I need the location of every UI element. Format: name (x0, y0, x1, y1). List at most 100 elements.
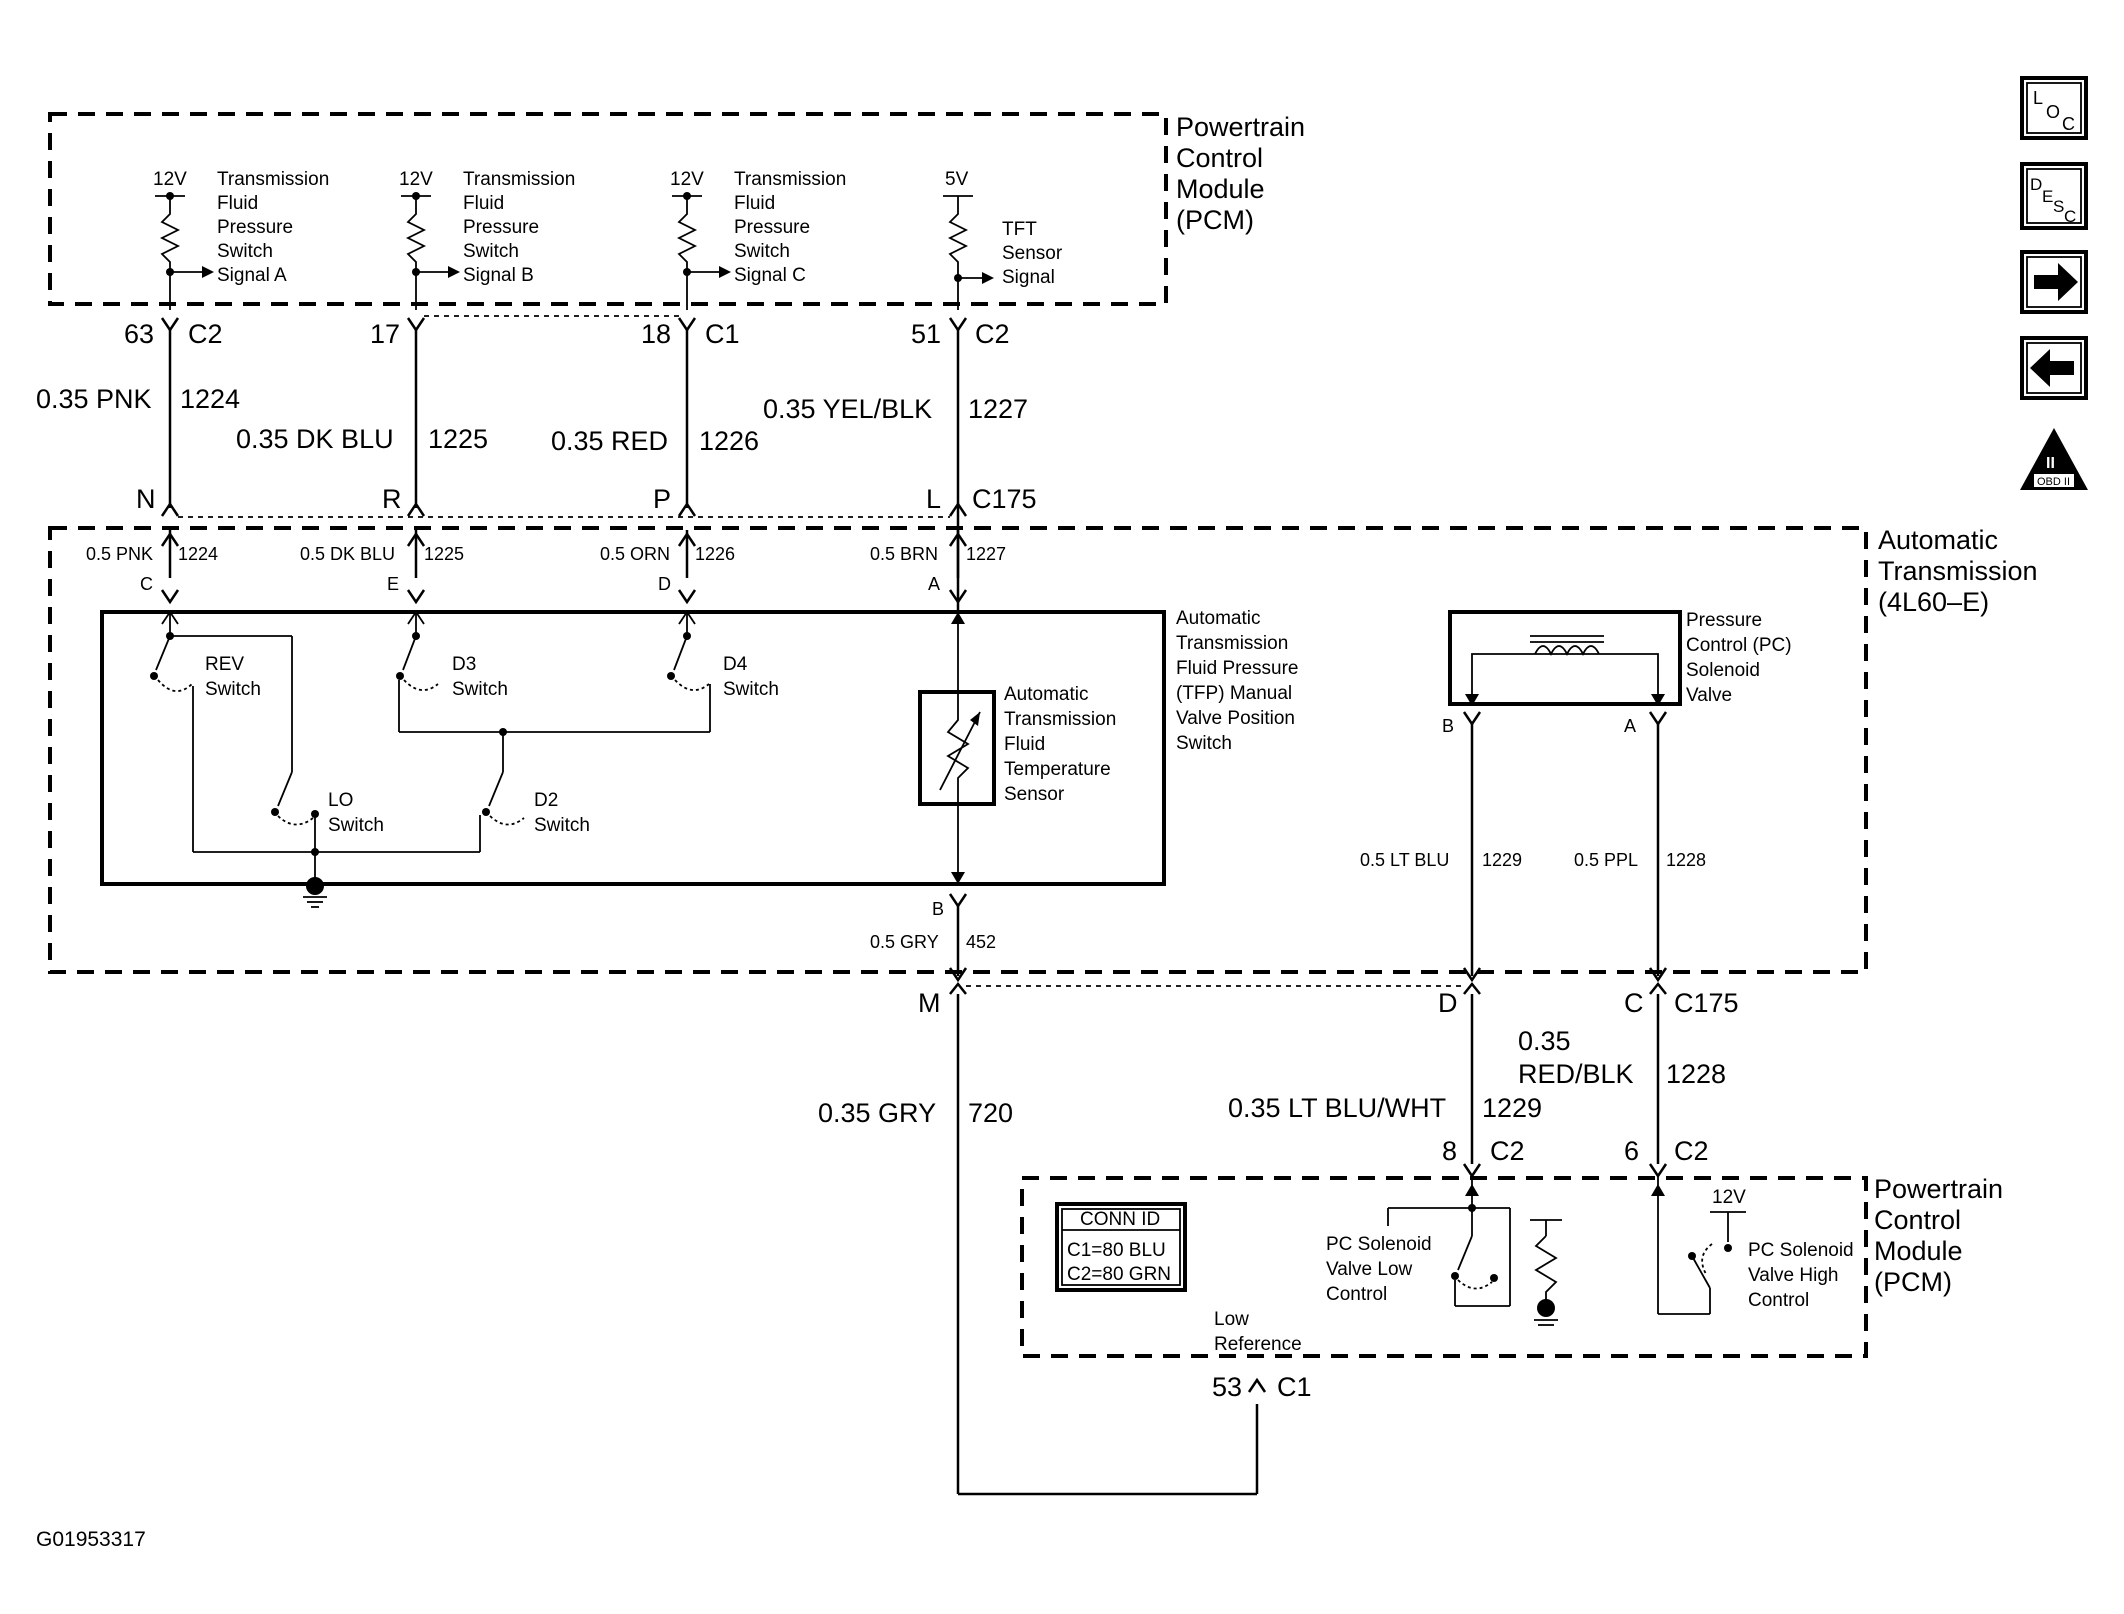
tft-sensor: Automatic Transmission Fluid Temperature… (918, 612, 1116, 884)
svg-text:Signal C: Signal C (734, 265, 806, 286)
svg-text:Powertrain: Powertrain (1874, 1174, 2003, 1204)
svg-text:PC Solenoid: PC Solenoid (1326, 1234, 1432, 1255)
svg-text:Sensor: Sensor (1002, 243, 1063, 264)
pcm-top-name-4: (PCM) (1176, 205, 1254, 235)
left-arrow-icon (2030, 349, 2074, 387)
conn-id-box: CONN ID C1=80 BLU C2=80 GRN (1055, 1202, 1187, 1292)
loc-button[interactable]: L O C (2020, 76, 2088, 140)
svg-text:0.35 GRY: 0.35 GRY (818, 1098, 936, 1128)
obd-ii-button[interactable]: II OBD II (2020, 428, 2088, 490)
svg-text:1227: 1227 (966, 544, 1006, 564)
svg-text:452: 452 (966, 932, 996, 952)
svg-text:Signal: Signal (1002, 267, 1055, 288)
svg-text:Switch: Switch (1176, 733, 1232, 754)
supply-label: 5V (945, 169, 969, 190)
svg-text:Valve: Valve (1686, 685, 1732, 706)
svg-text:Pressure: Pressure (463, 217, 539, 238)
svg-text:C2: C2 (1490, 1136, 1525, 1166)
svg-text:Switch: Switch (463, 241, 519, 262)
svg-text:PC Solenoid: PC Solenoid (1748, 1240, 1854, 1261)
svg-text:Fluid: Fluid (217, 193, 258, 214)
svg-text:Transmission: Transmission (1176, 633, 1288, 654)
connector-c175-bottom: M D C C175 (918, 967, 1739, 1018)
conn-c2: C2 (188, 319, 223, 349)
svg-text:0.35: 0.35 (1518, 1026, 1571, 1056)
conn-c2: C2 (975, 319, 1010, 349)
svg-text:B: B (1442, 716, 1454, 736)
svg-text:II: II (2046, 455, 2055, 472)
svg-text:Fluid: Fluid (1004, 734, 1045, 755)
svg-text:B: B (932, 899, 944, 919)
pullup-signal-b: 12V Transmission Fluid Pressure Switch S… (399, 169, 575, 310)
svg-text:0.5 GRY: 0.5 GRY (870, 932, 939, 952)
supply-label: 12V (399, 169, 433, 190)
svg-text:Fluid: Fluid (734, 193, 775, 214)
svg-text:Automatic: Automatic (1176, 608, 1260, 629)
svg-text:1228: 1228 (1666, 850, 1706, 870)
svg-text:C: C (2062, 114, 2075, 134)
svg-text:Transmission: Transmission (1878, 556, 2038, 586)
svg-text:Transmission: Transmission (463, 169, 575, 190)
pcm-top-name-3: Module (1176, 174, 1265, 204)
pin-17: 17 (370, 319, 400, 349)
right-arrow-icon (2034, 263, 2078, 301)
svg-text:0.5 PNK: 0.5 PNK (86, 544, 153, 564)
next-button[interactable] (2020, 250, 2088, 314)
svg-text:E: E (2042, 187, 2053, 206)
transmission-module: Automatic Transmission (4L60–E) 0.5 PNK … (48, 525, 2038, 976)
top-wires: 0.35 PNK 1224 0.35 DK BLU 1225 0.35 RED … (36, 330, 1028, 612)
wire-color: 0.35 RED (551, 426, 668, 456)
svg-text:REV: REV (205, 654, 244, 675)
svg-text:(TFP) Manual: (TFP) Manual (1176, 683, 1292, 704)
figure-id: G01953317 (36, 1528, 146, 1551)
wire-color: 0.35 DK BLU (236, 424, 394, 454)
svg-text:S: S (2053, 197, 2064, 216)
svg-text:Module: Module (1874, 1236, 1963, 1266)
svg-text:Switch: Switch (328, 815, 384, 836)
top-connector-c2-c1: 63 C2 17 18 C1 51 C2 (124, 315, 1010, 349)
pin-51: 51 (911, 319, 941, 349)
svg-text:P: P (653, 484, 671, 514)
svg-text:O: O (2046, 102, 2060, 122)
wire-color: 0.35 YEL/BLK (763, 394, 932, 424)
svg-text:C: C (2064, 207, 2076, 226)
low-side-driver: PC Solenoid Valve Low Control (1326, 1176, 1562, 1326)
svg-text:Fluid: Fluid (463, 193, 504, 214)
svg-text:C2=80 GRN: C2=80 GRN (1067, 1264, 1171, 1285)
tfp-switch-box (100, 610, 1166, 886)
svg-text:0.35 LT BLU/WHT: 0.35 LT BLU/WHT (1228, 1093, 1446, 1123)
svg-text:0.5 DK BLU: 0.5 DK BLU (300, 544, 395, 564)
svg-text:(4L60–E): (4L60–E) (1878, 587, 1989, 617)
svg-text:Signal A: Signal A (217, 265, 287, 286)
svg-text:Switch: Switch (534, 815, 590, 836)
svg-text:Transmission: Transmission (1004, 709, 1116, 730)
svg-text:D: D (2030, 175, 2042, 194)
svg-text:Pressure: Pressure (1686, 610, 1762, 631)
desc-button[interactable]: D E S C (2020, 162, 2088, 230)
svg-text:TFT: TFT (1002, 219, 1037, 240)
supply-label: 12V (670, 169, 704, 190)
d2-switch: D2 Switch (479, 732, 590, 852)
svg-text:Valve Position: Valve Position (1176, 708, 1295, 729)
svg-text:(PCM): (PCM) (1874, 1267, 1952, 1297)
svg-text:Low: Low (1214, 1309, 1249, 1330)
svg-text:D2: D2 (534, 790, 558, 811)
svg-text:1229: 1229 (1482, 850, 1522, 870)
svg-text:53: 53 (1212, 1372, 1242, 1402)
svg-text:Transmission: Transmission (217, 169, 329, 190)
rev-switch: REV Switch (150, 610, 315, 853)
thermistor-icon (918, 690, 996, 806)
svg-text:0.5 ORN: 0.5 ORN (600, 544, 670, 564)
svg-text:Control: Control (1748, 1290, 1809, 1311)
d3-switch: D3 Switch (396, 610, 508, 732)
svg-text:Pressure: Pressure (217, 217, 293, 238)
svg-text:Temperature: Temperature (1004, 759, 1111, 780)
svg-text:M: M (918, 988, 941, 1018)
svg-text:Fluid Pressure: Fluid Pressure (1176, 658, 1299, 679)
svg-text:8: 8 (1442, 1136, 1457, 1166)
prev-button[interactable] (2020, 336, 2088, 400)
svg-text:6: 6 (1624, 1136, 1639, 1166)
svg-text:0.5 LT BLU: 0.5 LT BLU (1360, 850, 1449, 870)
svg-text:A: A (1624, 716, 1636, 736)
svg-text:Automatic: Automatic (1004, 684, 1088, 705)
